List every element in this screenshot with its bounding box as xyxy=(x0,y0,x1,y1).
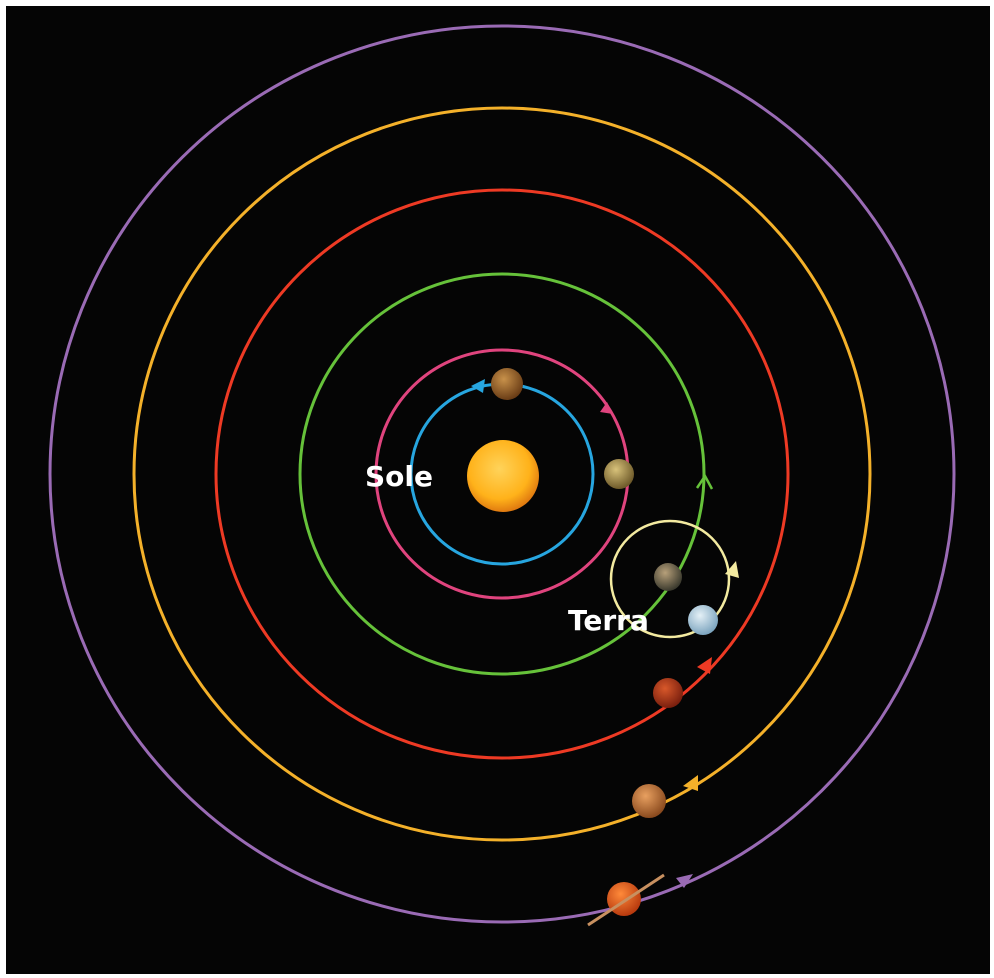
arrow-epicycle xyxy=(725,561,739,578)
planet-icon xyxy=(653,678,683,708)
arrow-blue xyxy=(471,379,485,393)
orbit-direction-arrow-icon xyxy=(471,379,739,888)
planets-group xyxy=(491,368,718,927)
orbit-yellow xyxy=(132,106,872,842)
arrow-pink xyxy=(600,402,613,414)
earth-label: Terra xyxy=(568,604,649,637)
epicycle-orbit xyxy=(609,519,731,639)
planet-icon xyxy=(604,459,634,489)
sun-icon xyxy=(467,440,539,512)
planet-icon xyxy=(632,784,666,818)
orbit-green xyxy=(298,272,706,676)
arrow-red xyxy=(697,657,712,674)
sun-label: Sole xyxy=(365,460,433,493)
planet-icon xyxy=(587,873,665,927)
arrow-purple xyxy=(676,874,693,888)
orbit-red xyxy=(214,188,790,760)
planet-icon xyxy=(491,368,523,400)
arrow-green xyxy=(695,473,714,490)
moon-icon xyxy=(688,605,718,635)
orbit-purple xyxy=(48,24,956,924)
arrow-yellow xyxy=(683,775,698,791)
earth-icon xyxy=(654,563,682,591)
